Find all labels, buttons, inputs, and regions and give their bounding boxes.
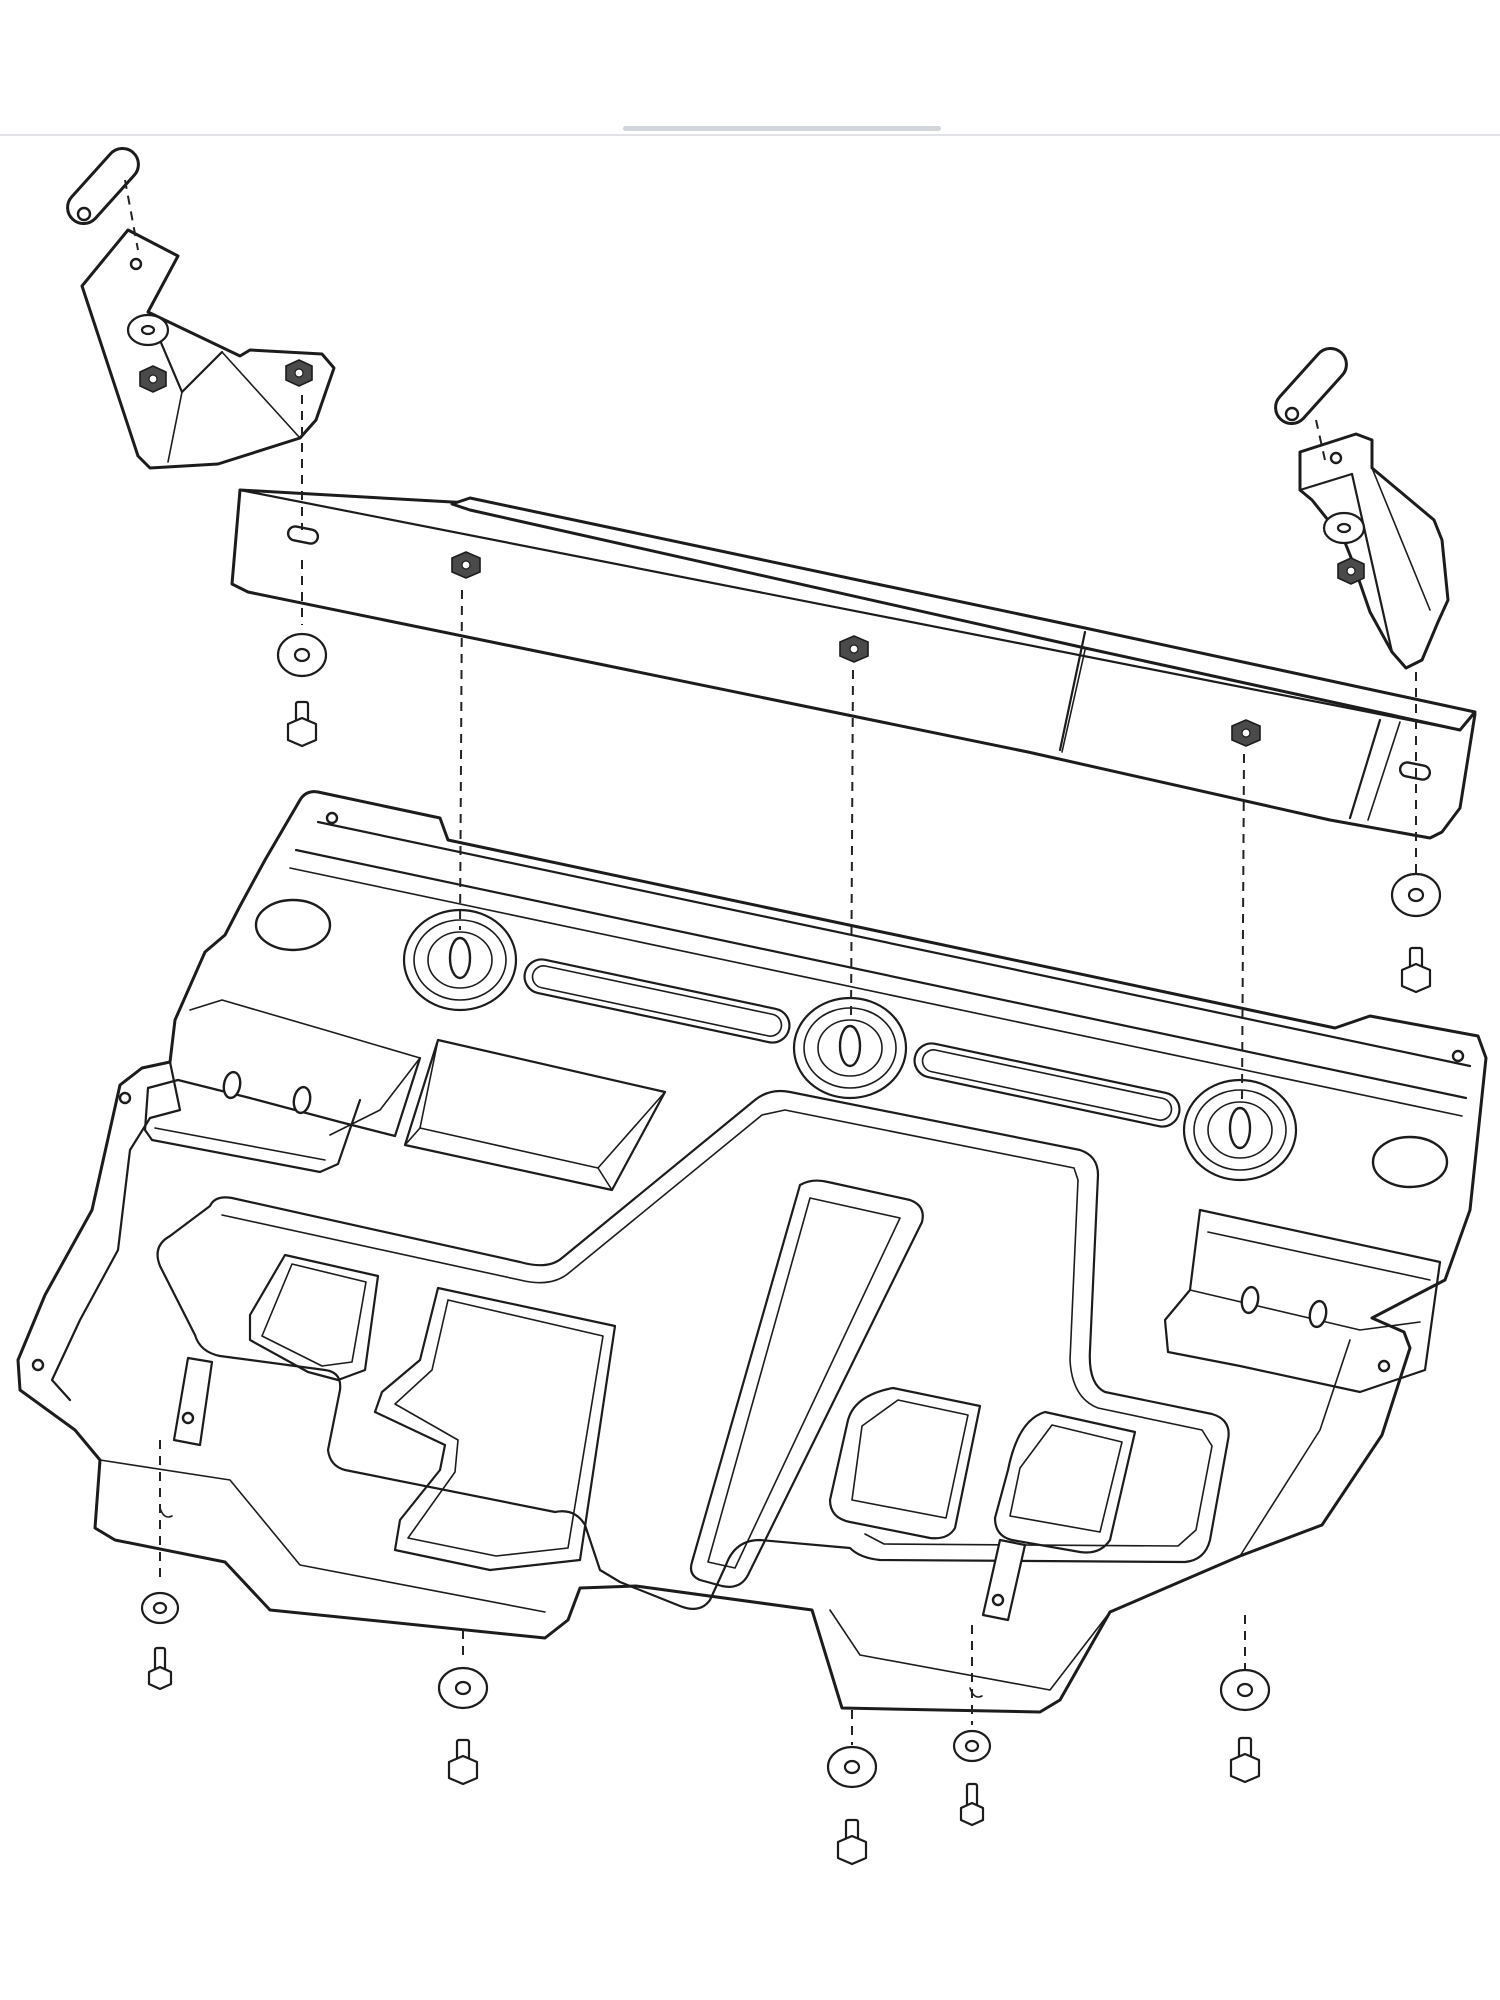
top-bar xyxy=(0,0,1500,136)
boss-right xyxy=(1182,1078,1298,1182)
bolt xyxy=(1229,1736,1261,1784)
washer xyxy=(826,1745,878,1789)
crossbar-nut-right xyxy=(1231,719,1261,747)
washer xyxy=(952,1729,992,1763)
left-bracket-washer xyxy=(126,313,170,347)
crossbar-nut-left xyxy=(451,551,481,579)
right-bracket-nut xyxy=(1337,557,1365,585)
left-bracket-nut-2 xyxy=(285,359,313,387)
left-mounting-bracket xyxy=(66,146,336,470)
bolt xyxy=(959,1782,985,1827)
washer xyxy=(1390,872,1442,918)
front-crossbar xyxy=(230,488,1477,840)
assembly-lines xyxy=(124,179,1417,1745)
crossbar-nut-center xyxy=(839,635,869,663)
bolt xyxy=(147,1646,173,1691)
washer xyxy=(1219,1668,1271,1712)
scroll-indicator[interactable] xyxy=(623,126,941,131)
skid-plate xyxy=(16,790,1488,1714)
washers xyxy=(140,632,1442,1789)
washer xyxy=(140,1591,180,1625)
boss-center xyxy=(792,996,908,1100)
washer xyxy=(437,1666,489,1710)
right-mounting-bracket xyxy=(1274,346,1450,670)
bolt xyxy=(1400,946,1432,994)
washer xyxy=(276,632,328,678)
bolt xyxy=(286,700,318,748)
left-bracket-nut xyxy=(139,365,167,393)
bolt xyxy=(447,1738,479,1786)
bolts xyxy=(147,700,1432,1866)
right-bracket-washer xyxy=(1322,511,1366,545)
bolt xyxy=(836,1818,868,1866)
